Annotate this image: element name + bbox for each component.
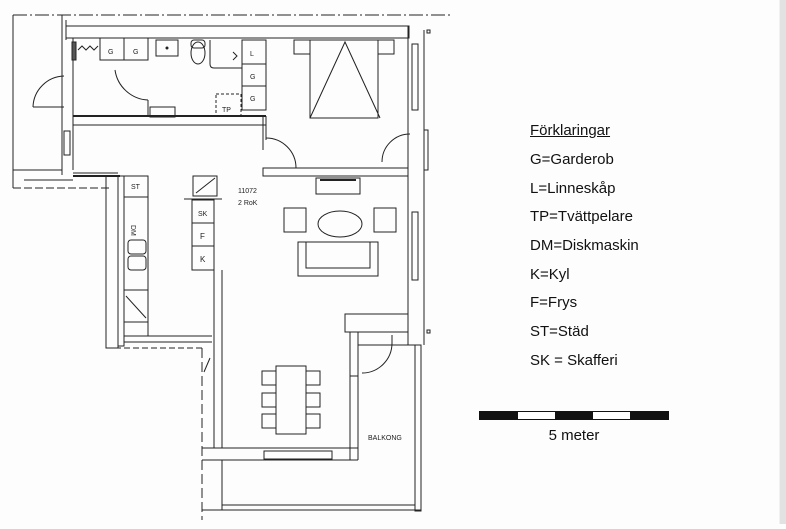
window [411,211,419,281]
window [349,375,359,449]
armchair [283,207,307,233]
armchair [373,207,397,233]
sofa [297,241,379,277]
legend-item: L=Linneskåp [530,179,616,197]
scale-bar: 5 meter [479,411,669,444]
scale-segment [555,412,593,419]
legend-item: SK = Skafferi [530,351,618,369]
scale-segment [592,412,631,419]
legend: Förklaringar G=Garderob L=Linneskåp TP=T… [530,122,639,380]
label-g: G [250,74,255,81]
scale-segments [479,411,669,420]
label-dm: DM [129,225,136,236]
bedroom-door-swing [265,137,297,169]
entry-door-swing [32,75,65,108]
label-tp: TP [222,107,231,114]
label-st: ST [131,184,141,191]
balcony-label: BALKONG [368,435,402,442]
label-f: F [200,232,205,241]
scale-segment [517,412,556,419]
legend-item: K=Kyl [530,265,570,283]
legend-item: DM=Diskmaskin [530,237,639,255]
scale-label: 5 meter [548,427,600,444]
vertical-scrollbar[interactable] [779,0,786,524]
balcony-door-swing [361,342,393,374]
scale-segment [630,412,668,419]
legend-item: G=Garderob [530,151,614,168]
legend-item: TP=Tvättpelare [530,208,633,226]
coffee-table [317,210,363,238]
label-g: G [133,49,138,56]
window [411,43,419,111]
bed [309,39,379,119]
fridge-freezer-column [191,199,215,271]
label-l: L [250,51,254,58]
washer-tower [215,93,242,117]
label-sk: SK [198,211,208,218]
tv-bench [315,177,361,195]
legend-item: F=Frys [530,294,578,312]
dining-table [275,365,307,435]
linen-wardrobe-column [241,39,267,111]
scale-segment [480,412,518,419]
legend-item: ST=Städ [530,323,589,341]
bedroom-wall [262,167,409,177]
window [263,450,333,460]
balcony-railing [414,344,422,512]
legend-title: Förklaringar [530,122,611,139]
label-g: G [250,96,255,103]
apartment-id: 11072 [238,188,257,195]
label-k: K [200,255,206,264]
top-wall [65,25,410,39]
floor-plan: 11072 2 RoK BALKONG G G L G G TP ST DM S… [12,14,450,520]
label-g: G [108,49,113,56]
apartment-type: 2 RoK [238,200,258,207]
